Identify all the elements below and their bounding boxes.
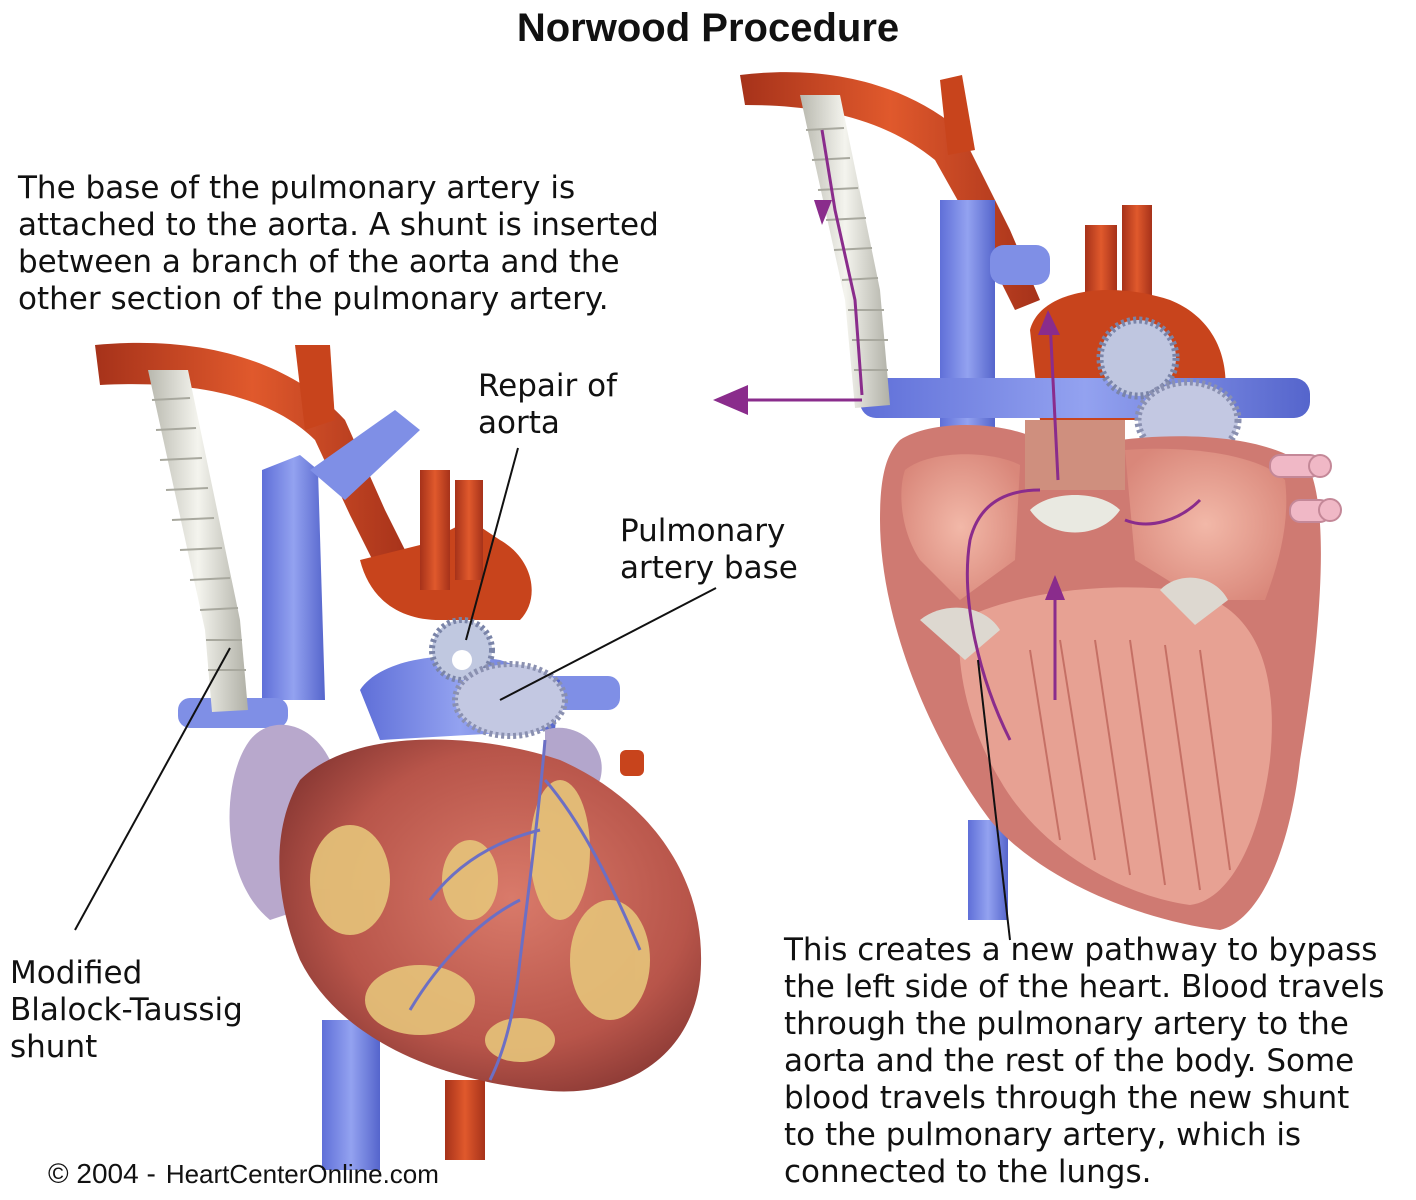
leader-repair (465, 447, 519, 641)
intro-caption: The base of the pulmonary artery is atta… (18, 170, 659, 318)
cutaway-ventricle (959, 587, 1272, 905)
exterior-heart (95, 342, 702, 1170)
blood-pathway (730, 129, 1202, 741)
label-pulmonary-artery-base: Pulmonary artery base (620, 513, 798, 587)
label-line: aorta (478, 405, 560, 441)
cutaway-repair-ring (1096, 316, 1180, 400)
cutaway-svc-branch (990, 245, 1050, 285)
superior-vena-cava (262, 455, 325, 700)
copyright-notice: © 2004 - HeartCenterOnline.com (48, 1158, 439, 1190)
cutaway-aortic-branch (940, 75, 975, 155)
site-name: HeartCenterOnline.com (165, 1159, 439, 1189)
leader-shunt (74, 647, 231, 931)
arrow-head (713, 385, 748, 415)
descending-aorta (445, 1080, 485, 1160)
label-line: Modified (10, 955, 143, 991)
label-line: shunt (10, 1029, 98, 1065)
cutaway-left-chamber (901, 454, 1020, 600)
label-repair-of-aorta: Repair of aorta (478, 368, 617, 442)
cutaway-aortic-arch (740, 72, 1040, 310)
valve (920, 607, 1000, 660)
leader-lines (74, 447, 1011, 941)
cutaway-heart (713, 72, 1342, 930)
cutaway-right-chamber (1125, 448, 1287, 600)
description-caption: This creates a new pathway to bypass the… (784, 932, 1384, 1191)
brachiocephalic-vein (310, 410, 420, 500)
figure-title: Norwood Procedure (516, 6, 900, 50)
description-line: the left side of the heart. Blood travel… (784, 969, 1385, 1005)
description-line: to the pulmonary artery, which is (784, 1117, 1302, 1153)
valve (1160, 577, 1228, 625)
aortic-branch-2 (295, 345, 335, 430)
arrow-head (1038, 310, 1060, 335)
cutaway-svc (940, 200, 995, 460)
intro-line: other section of the pulmonary artery. (18, 281, 609, 317)
description-line: through the pulmonary artery to the (784, 1006, 1349, 1042)
cutaway-pulmonary-artery (860, 378, 1310, 418)
label-bt-shunt: Modified Blalock-Taussig shunt (10, 955, 243, 1066)
arrow-head (814, 200, 832, 225)
copyright-text: © 2004 - (48, 1158, 156, 1189)
label-line: artery base (620, 550, 798, 586)
septum (1025, 420, 1125, 490)
description-line: connected to the lungs. (784, 1154, 1152, 1190)
description-line: aorta and the rest of the body. Some (784, 1043, 1355, 1079)
description-line: This creates a new pathway to bypass (784, 932, 1378, 968)
bt-shunt-tube (148, 370, 248, 712)
intro-line: attached to the aorta. A shunt is insert… (18, 207, 659, 243)
intro-line: The base of the pulmonary artery is (18, 170, 576, 206)
aortic-vessel (455, 480, 483, 580)
pulmonary-base-disc (452, 661, 568, 739)
label-line: Pulmonary (620, 513, 786, 549)
leader-pulmonary-base (499, 587, 717, 701)
valve (1030, 495, 1120, 533)
label-line: Repair of (478, 368, 617, 404)
leader-pathway (977, 659, 1011, 941)
arrow-head (1045, 575, 1065, 600)
description-line: blood travels through the new shunt (784, 1080, 1350, 1116)
label-line: Blalock-Taussig (10, 992, 243, 1028)
pulmonary-vein-stub (620, 750, 644, 776)
inferior-vena-cava (322, 1020, 380, 1170)
aortic-vessel (420, 470, 450, 590)
pulmonary-artery (178, 698, 288, 728)
intro-line: between a branch of the aorta and the (18, 244, 620, 280)
